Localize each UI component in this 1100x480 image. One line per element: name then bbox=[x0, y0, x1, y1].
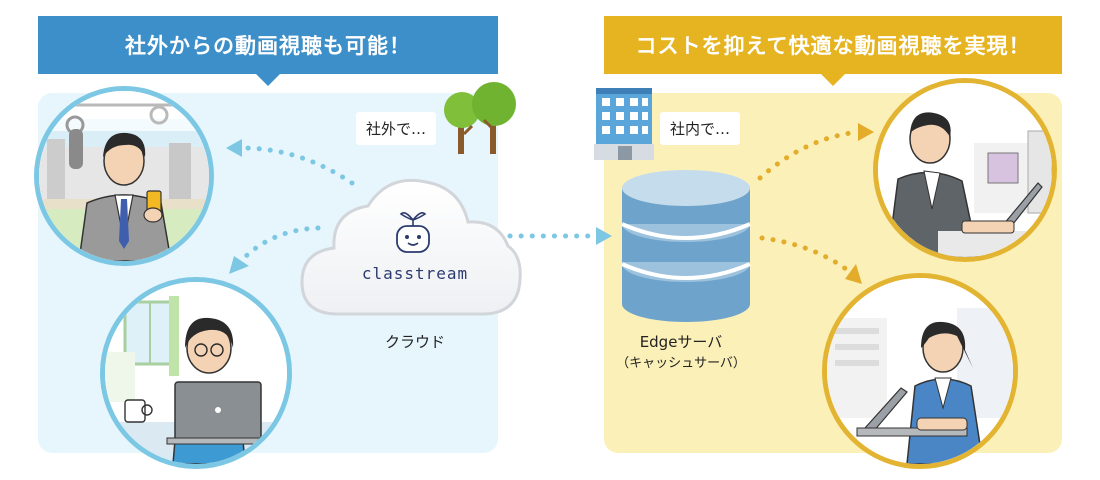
server-sublabel: （キャッシュサーバ） bbox=[616, 356, 746, 371]
arrow-cloud-to-commuter bbox=[239, 145, 355, 186]
arrow-server-to-office2 bbox=[759, 235, 853, 275]
arrow-server-to-office1 bbox=[757, 129, 861, 181]
commuter-illustration bbox=[34, 86, 214, 266]
arrow-head-office2 bbox=[845, 264, 862, 284]
arrow-cloud-to-home bbox=[237, 225, 321, 265]
cloud-logo-text: classtream bbox=[361, 264, 469, 283]
inside-banner: コストを抑えて快適な動画視聴を実現！ bbox=[604, 16, 1062, 86]
cloud-caption: クラウド bbox=[384, 333, 445, 351]
robot-mascot-icon bbox=[396, 212, 430, 253]
outside-banner: 社外からの動画視聴も可能！ bbox=[38, 16, 498, 86]
arrow-head-server bbox=[596, 227, 612, 245]
arrow-head-office1 bbox=[858, 123, 874, 141]
arrow-head-commuter bbox=[226, 139, 242, 157]
outside-location-tag: 社外で… bbox=[356, 112, 437, 145]
tree-icon bbox=[444, 82, 516, 154]
office-worker-female-illustration bbox=[822, 273, 1018, 469]
database-server-icon bbox=[621, 170, 751, 322]
home-worker-illustration bbox=[100, 277, 292, 469]
server-label: Edgeサーバ bbox=[639, 333, 723, 351]
office-building-icon bbox=[594, 88, 654, 160]
arrow-head-home bbox=[229, 256, 249, 274]
inside-location-tag: 社内で… bbox=[660, 112, 741, 145]
office-worker-male-illustration bbox=[873, 78, 1057, 262]
